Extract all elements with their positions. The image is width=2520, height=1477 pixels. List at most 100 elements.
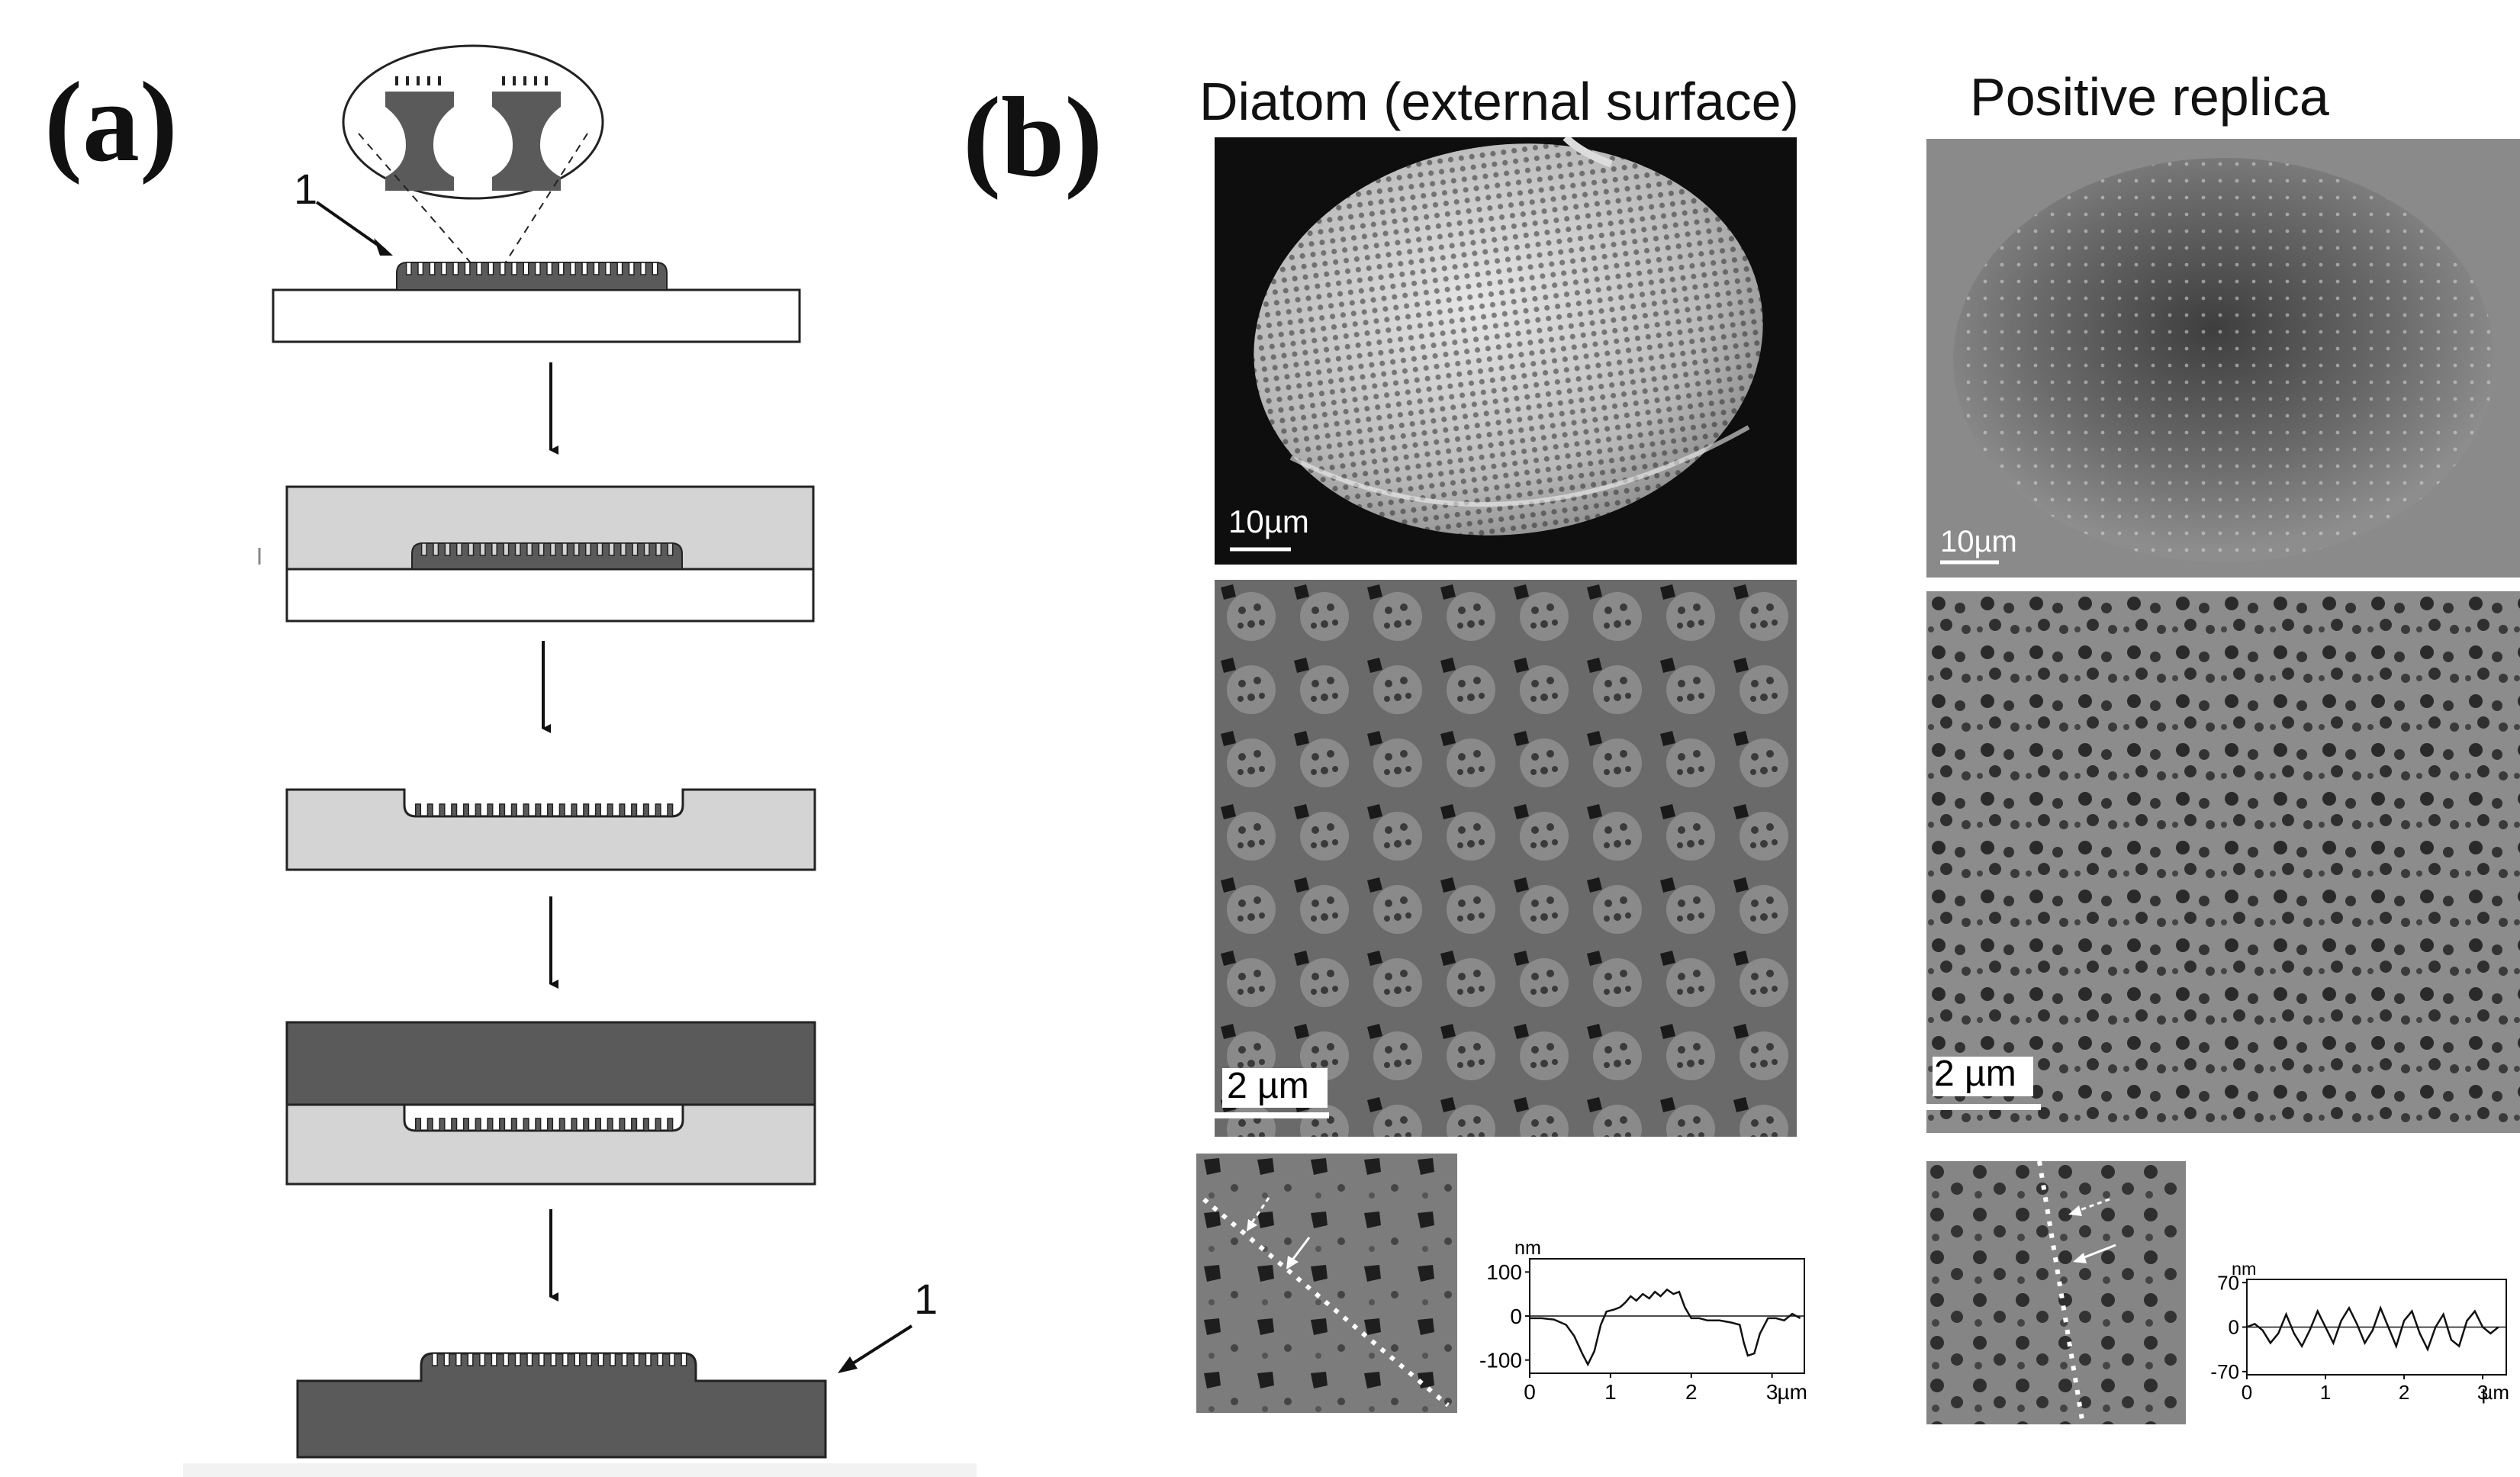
comb-tooth (594, 1118, 601, 1131)
panel-a-label: (a) (44, 59, 178, 185)
comb-tooth (475, 803, 481, 817)
comb-tooth (573, 542, 580, 556)
afm-replica-scale-label: 2 µm (1934, 1054, 2016, 1094)
comb-tooth (426, 1118, 433, 1131)
y-tick-label: -100 (1479, 1348, 1522, 1372)
comb-tooth (523, 1118, 529, 1131)
comb-tooth (655, 1118, 661, 1131)
comb-tooth (549, 542, 556, 556)
comb-tooth (535, 803, 542, 817)
afm-crop-diatom (1196, 1154, 1457, 1413)
comb-tooth (657, 1353, 664, 1366)
comb-tooth (652, 262, 658, 275)
comb-tooth (610, 1353, 616, 1366)
panel-b-label: (b) (963, 74, 1103, 201)
comb-tooth (439, 1118, 446, 1131)
comb-tooth (605, 262, 611, 275)
y-axis-unit: nm (2232, 1263, 2257, 1279)
comb-tooth (420, 542, 427, 556)
comb-tooth (468, 542, 475, 556)
callout-1-top: 1 (294, 165, 318, 213)
comb-tooth (667, 542, 674, 556)
comb-tooth (444, 542, 451, 556)
magnified-pore-inset (342, 44, 604, 266)
comb-tooth (645, 1353, 652, 1366)
comb-tooth (488, 262, 494, 275)
comb-tooth (452, 262, 459, 275)
comb-tooth (514, 542, 521, 556)
x-tick-label: 3 (2477, 1381, 2488, 1404)
comb-tooth (464, 262, 471, 275)
comb-tooth (593, 262, 600, 275)
comb-tooth (511, 262, 518, 275)
column-title-diatom: Diatom (external surface) (1199, 72, 1799, 131)
comb-tooth (633, 1353, 640, 1366)
comb-tooth (535, 1118, 542, 1131)
comb-tooth (462, 803, 469, 817)
comb-tooth (655, 542, 662, 556)
comb-tooth (455, 542, 462, 556)
comb-tooth (562, 542, 568, 556)
comb-tooth (414, 1118, 422, 1131)
comb-tooth (571, 1118, 578, 1131)
comb-tooth (558, 1118, 565, 1131)
comb-tooth (417, 262, 424, 275)
y-tick-label: 70 (2217, 1271, 2239, 1294)
comb-tooth (426, 803, 433, 817)
comb-tooth (499, 803, 506, 817)
comb-tooth (571, 803, 578, 817)
y-tick-label: 0 (2229, 1316, 2239, 1339)
comb-tooth (628, 262, 635, 275)
sem-image-diatom (1215, 137, 1797, 565)
comb-tooth (681, 1353, 687, 1366)
comb-tooth (510, 803, 517, 817)
comb-tooth (640, 262, 647, 275)
comb-tooth (491, 1353, 497, 1366)
comb-tooth (476, 262, 482, 275)
comb-tooth (451, 803, 458, 817)
comb-tooth (455, 1353, 462, 1366)
afm-image-replica (1926, 591, 2520, 1133)
comb-tooth (523, 262, 529, 275)
x-tick-label: 2 (2399, 1381, 2409, 1404)
comb-tooth (538, 1353, 545, 1366)
comb-tooth (594, 803, 601, 817)
y-tick-label: 0 (1510, 1305, 1522, 1328)
profile-series-line (2246, 1305, 2499, 1352)
comb-tooth (558, 262, 565, 275)
comb-tooth (620, 542, 626, 556)
comb-tooth (405, 262, 412, 275)
comb-tooth (668, 1353, 675, 1366)
comb-tooth (475, 1118, 481, 1131)
comb-tooth (440, 262, 447, 275)
comb-tooth (607, 1118, 613, 1131)
comb-tooth (499, 262, 506, 275)
x-tick-label: 1 (2320, 1381, 2331, 1404)
pore-comb-teeth (405, 262, 687, 1366)
comb-tooth (616, 262, 623, 275)
y-tick-label: 100 (1486, 1260, 1522, 1284)
comb-tooth (499, 1118, 506, 1131)
x-tick-label: 1 (1604, 1380, 1617, 1404)
comb-tooth (487, 1118, 494, 1131)
comb-tooth (451, 1118, 458, 1131)
comb-tooth (632, 542, 639, 556)
comb-tooth (574, 1353, 581, 1366)
comb-tooth (642, 1118, 649, 1131)
x-axis-unit: µm (2481, 1381, 2509, 1404)
comb-tooth (655, 803, 661, 817)
sem-replica-scale-label: 10µm (1940, 525, 2017, 558)
y-tick-label: -70 (2210, 1360, 2239, 1383)
comb-tooth (546, 262, 553, 275)
afm-diatom-scale-label: 2 µm (1227, 1066, 1309, 1106)
x-tick-label: 3 (1766, 1380, 1778, 1404)
afm-crop-replica (1926, 1161, 2186, 1424)
comb-tooth (462, 1118, 469, 1131)
panel-a-process-diagram (183, 44, 977, 1477)
comb-tooth (523, 803, 529, 817)
comb-tooth (433, 542, 439, 556)
x-tick-label: 0 (2242, 1381, 2252, 1404)
comb-tooth (546, 1118, 554, 1131)
comb-tooth (538, 542, 545, 556)
